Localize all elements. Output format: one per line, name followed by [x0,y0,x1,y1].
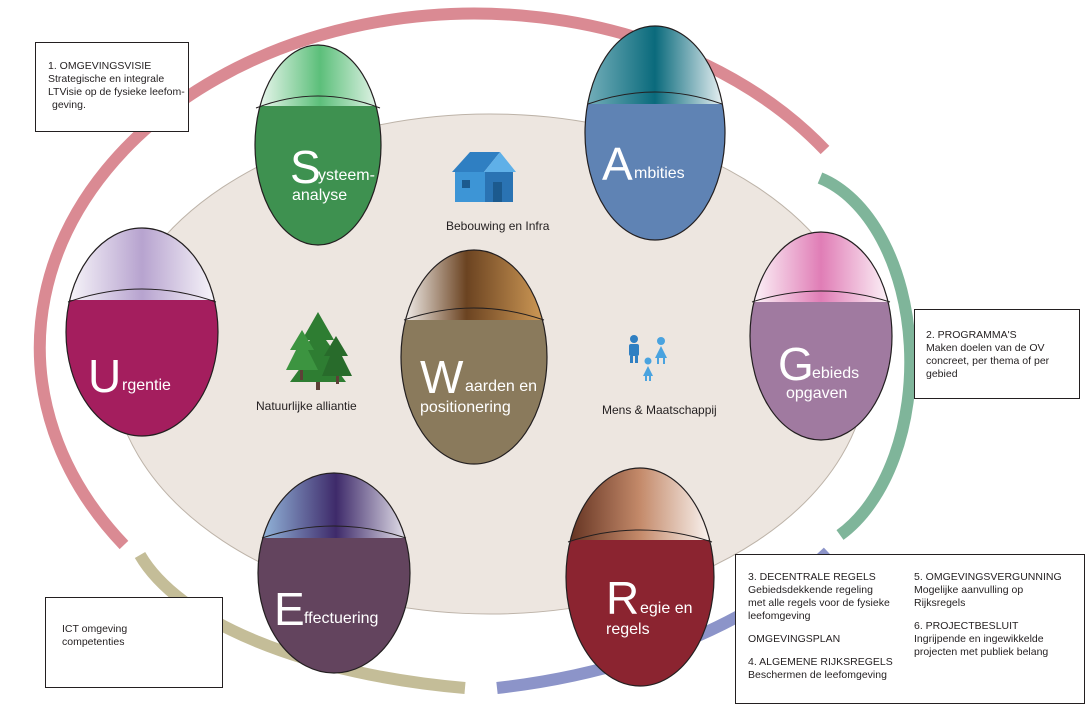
decentraal-line-1: Gebiedsdekkende regeling [748,584,873,596]
algemeen-title: 4. ALGEMENE RIJKSREGELS [748,656,893,668]
egg-gebieds-line2: opgaven [786,385,847,402]
egg-ambities-line1: mbities [634,165,685,182]
house-icon [452,152,516,202]
decentraal-line-3: leefomgeving [748,610,811,622]
box-regels: 3. DECENTRALE REGELS Gebiedsdekkende reg… [735,554,1085,704]
egg-systeemanalyse: S ysteem- analyse [254,44,382,246]
vergunning-line-1: Mogelijke aanvulling op [914,584,1024,596]
egg-regie-big: R [606,572,639,624]
egg-systeem-line2: analyse [292,187,347,204]
regels-column-right: 5. OMGEVINGSVERGUNNING Mogelijke aanvull… [914,571,1082,659]
omgevingsplan: OMGEVINGSPLAN [748,633,841,645]
egg-urgentie-big: U [88,350,121,402]
arc-programma [817,172,917,540]
egg-ambities: A mbities [584,25,726,241]
programma-line-1: Maken doelen van de OV [926,342,1045,354]
arc-ict [134,551,466,694]
algemeen-line: Beschermen de leefomgeving [748,669,887,681]
programma-title: 2. PROGRAMMA'S [926,329,1017,341]
projectbesluit-line-2: projecten met publiek belang [914,646,1049,658]
box-programma: 2. PROGRAMMA'S Maken doelen van de OV co… [914,309,1080,399]
vergunning-title: 5. OMGEVINGSVERGUNNING [914,571,1062,583]
egg-systeem-line1: ysteem- [318,167,375,184]
box-ict: ICT omgeving competenties [45,597,223,688]
egg-regie-line2: regels [606,621,650,638]
egg-ambities-big: A [602,138,633,190]
projectbesluit-line-1: Ingrijpende en ingewikkelde [914,633,1044,645]
egg-gebieds-line1: ebieds [812,365,859,382]
egg-urgentie: U rgentie [65,227,219,437]
egg-regie-line1: egie en [640,600,693,617]
egg-waarden-big: W [420,351,464,403]
egg-systeem-big: S [290,141,321,193]
egg-gebieds: G ebieds opgaven [749,231,893,441]
people-icon [629,335,667,381]
egg-effectuering-big: E [274,583,305,635]
omgevingsvisie-line-3: geving. [52,99,86,111]
ict-line-2: competenties [62,636,125,648]
egg-waarden-line1: aarden en [465,378,537,395]
egg-gebieds-big: G [778,338,814,390]
omgevingsvisie-line-2: LTVisie op de fysieke leefom- [48,86,185,98]
decentraal-title: 3. DECENTRALE REGELS [748,571,876,583]
egg-effectuering-line1: ffectuering [304,610,378,627]
omgevingsvisie-line-1: Strategische en integrale [48,73,165,85]
label-bebouwing: Bebouwing en Infra [446,219,550,233]
egg-waarden-line2: positionering [420,399,511,416]
egg-urgentie-line1: rgentie [122,377,171,394]
projectbesluit-title: 6. PROJECTBESLUIT [914,620,1019,632]
vergunning-line-2: Rijksregels [914,597,966,609]
ict-line-1: ICT omgeving [62,623,128,635]
decentraal-line-2: met alle regels voor de fysieke [748,597,890,609]
omgevingsvisie-title: 1. OMGEVINGSVISIE [48,60,152,72]
programma-line-2: concreet, per thema of per [926,355,1050,367]
box-omgevingsvisie: 1. OMGEVINGSVISIE Strategische en integr… [35,42,189,132]
regels-column-left: 3. DECENTRALE REGELS Gebiedsdekkende reg… [748,571,910,682]
label-mens: Mens & Maatschappij [602,403,717,417]
programma-line-3: gebied [926,368,958,380]
tree-icon [286,312,352,390]
label-natuur: Natuurlijke alliantie [256,399,357,413]
